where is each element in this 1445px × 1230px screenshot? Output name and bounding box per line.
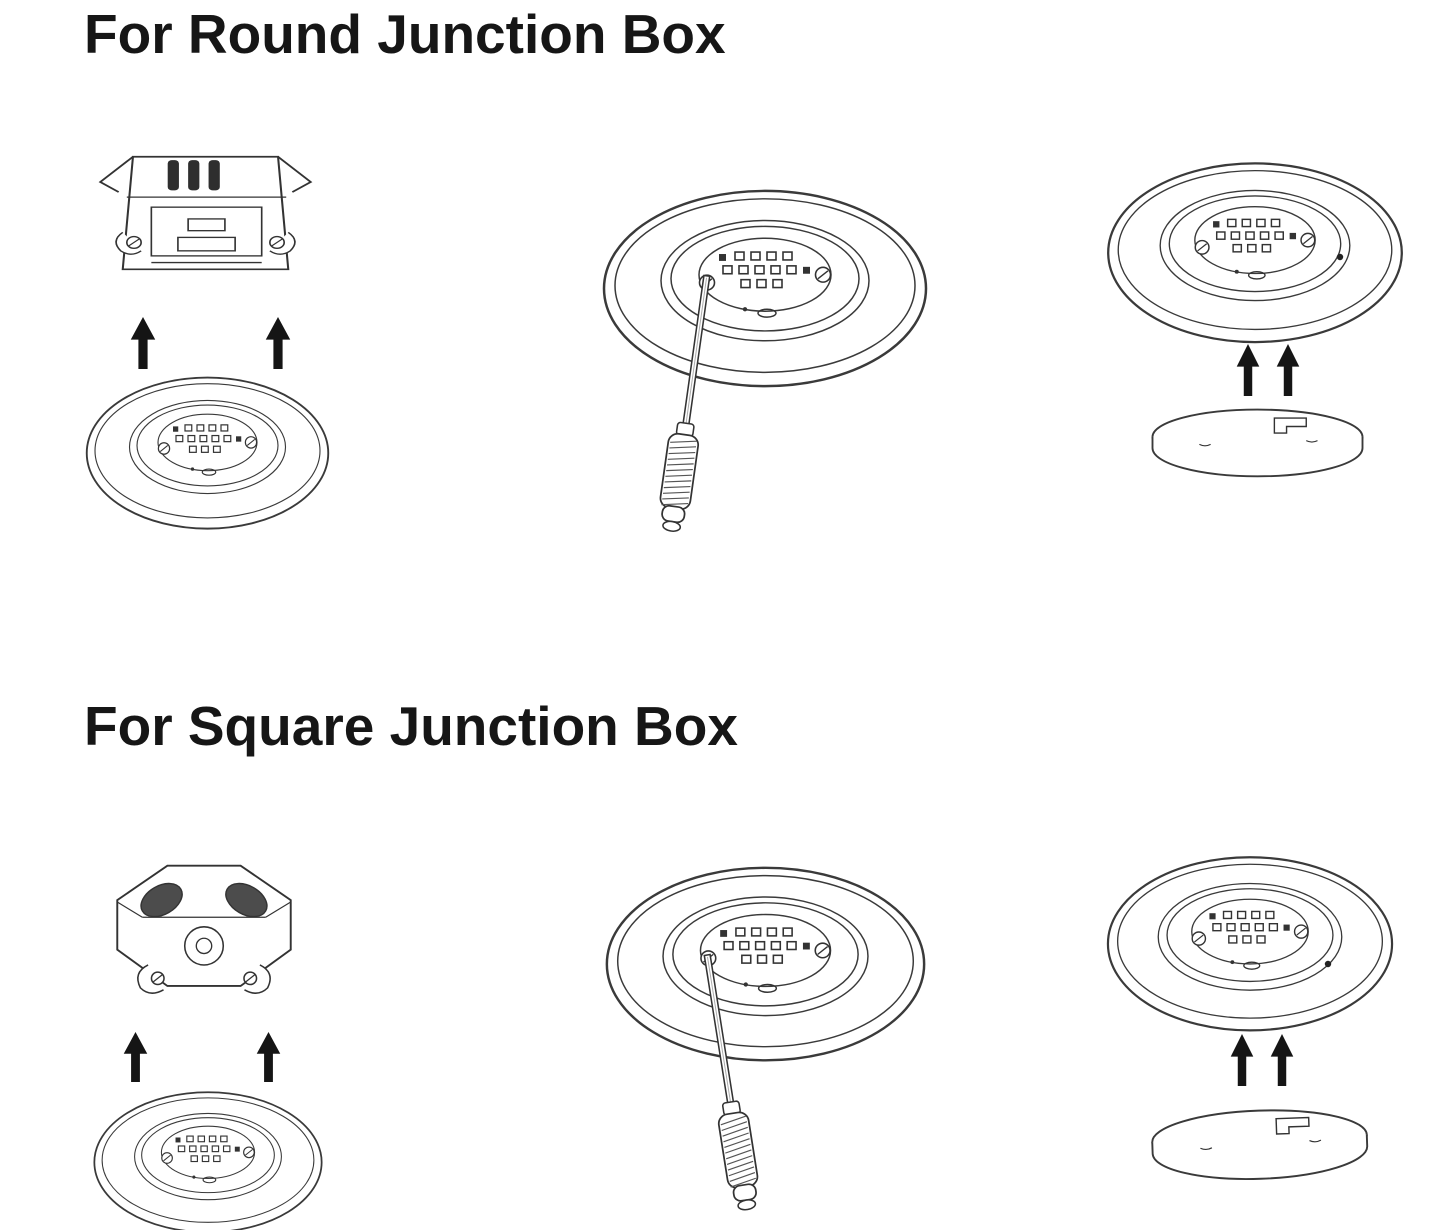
fixture-trim-plate-icon [605,866,926,1062]
up-arrow-icon [123,1032,148,1082]
pilot-hole-dot [1336,253,1344,261]
up-arrow-icon [130,317,156,369]
fixture-trim-plate-icon [1106,856,1394,1032]
up-arrow-icon [1230,1034,1254,1086]
up-arrow-icon [256,1032,281,1082]
step-square-jbox-attach-plate [88,860,328,1230]
section-title-square-junction-box: For Square Junction Box [84,695,738,757]
step-round-jbox-attach-plate [80,145,335,540]
up-arrow-icon [1270,1034,1294,1086]
step-round-attach-light-canopy [1100,158,1415,498]
step-square-attach-light-canopy [1100,852,1420,1230]
pilot-hole-dot [1324,960,1332,968]
step-square-tighten-screws [598,862,943,1230]
fixture-trim-plate-icon [1107,162,1403,344]
step-round-tighten-screws [595,185,940,550]
up-arrow-icon [265,317,291,369]
light-canopy-disc-icon [1150,1105,1370,1184]
light-canopy-disc-icon [1151,408,1364,478]
fixture-trim-plate-icon [85,376,330,530]
round-junction-box-icon [99,155,312,271]
square-junction-box-icon [116,864,292,995]
up-arrow-icon [1236,344,1260,396]
fixture-trim-plate-icon [602,189,928,388]
up-arrow-icon [1276,344,1300,396]
section-title-round-junction-box: For Round Junction Box [84,3,726,65]
fixture-trim-plate-icon [93,1091,323,1230]
